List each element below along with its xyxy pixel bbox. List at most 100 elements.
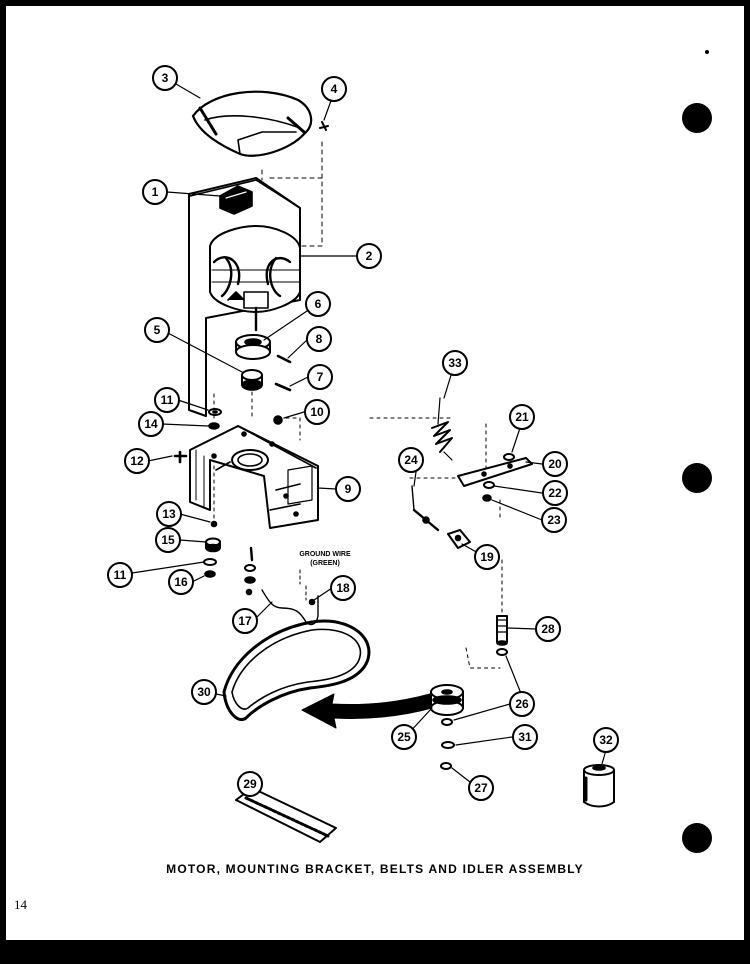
callout-30: 30 [191, 679, 217, 705]
washer-part-26 [496, 648, 508, 656]
callout-label: 26 [515, 697, 529, 711]
callout-17: 17 [232, 608, 258, 634]
callout-label: 11 [161, 393, 174, 407]
callout-label: 13 [162, 507, 176, 521]
callout-27: 27 [468, 775, 494, 801]
alignment-line [369, 417, 503, 669]
callout-label: 29 [243, 777, 257, 791]
callout-label: 4 [331, 82, 338, 96]
callout-11-upper: 11 [154, 387, 180, 413]
callout-label: 20 [548, 457, 562, 471]
key-part-7 [274, 382, 292, 392]
terminal-block-part [219, 185, 253, 215]
callout-label: 19 [480, 550, 494, 564]
key-part-8 [276, 354, 292, 364]
callout-label: 24 [404, 453, 418, 467]
nut-part-23 [482, 494, 492, 502]
callout-label: 33 [448, 356, 462, 370]
callout-label: 2 [366, 249, 373, 263]
washer-part-13 [210, 520, 218, 528]
retainer-part-27 [440, 762, 452, 770]
callout-6: 6 [305, 291, 331, 317]
callout-label: 5 [154, 323, 161, 337]
callout-label: 8 [316, 332, 323, 346]
callout-11-lower: 11 [107, 562, 133, 588]
diagram-caption: MOTOR, MOUNTING BRACKET, BELTS AND IDLER… [166, 862, 584, 876]
callout-25: 25 [391, 724, 417, 750]
speck [705, 50, 709, 54]
callout-1: 1 [142, 179, 168, 205]
callout-label: 21 [515, 410, 529, 424]
callout-31: 31 [512, 724, 538, 750]
callout-12: 12 [124, 448, 150, 474]
washer-part-25b [441, 718, 453, 726]
paper [6, 6, 744, 940]
ground-wire-note-line-1: GROUND WIRE [299, 551, 351, 558]
grommet-part-15 [205, 537, 221, 553]
callout-label: 25 [397, 730, 411, 744]
callout-label: 23 [547, 513, 561, 527]
motor-part [209, 225, 301, 332]
screw-part-4 [319, 121, 329, 131]
callout-label: 16 [174, 575, 188, 589]
callout-label: 3 [162, 71, 169, 85]
callout-label: 15 [161, 533, 175, 547]
callout-label: 11 [114, 568, 127, 582]
callout-21: 21 [509, 404, 535, 430]
binder-hole-bottom [682, 823, 712, 853]
callout-label: 1 [152, 185, 159, 199]
callout-32: 32 [593, 727, 619, 753]
callout-label: 32 [599, 733, 613, 747]
callout-label: 28 [541, 622, 555, 636]
rod-part-24 [411, 485, 440, 532]
idler-arm-part-20 [457, 457, 533, 487]
callout-22: 22 [542, 480, 568, 506]
mounting-bracket-part [189, 425, 319, 529]
callout-26: 26 [509, 691, 535, 717]
callout-label: 22 [548, 486, 562, 500]
capacitor-part-32 [583, 764, 615, 808]
callout-33: 33 [442, 350, 468, 376]
callout-18: 18 [330, 575, 356, 601]
callout-14: 14 [138, 411, 164, 437]
nut-part-16 [204, 570, 216, 578]
drive-belt-part-30 [222, 619, 371, 721]
callout-2: 2 [356, 243, 382, 269]
idler-pulley-part-25 [430, 684, 464, 716]
callout-label: 9 [345, 482, 352, 496]
callout-16: 16 [168, 569, 194, 595]
callout-label: 7 [317, 370, 324, 384]
callout-label: 14 [144, 417, 158, 431]
callout-label: 17 [238, 614, 252, 628]
alignment-line [213, 391, 301, 521]
callouts: 3 4 1 2 6 5 8 7 11 10 14 12 9 13 15 11 1… [107, 65, 619, 801]
washer-part-11-lower [203, 558, 217, 566]
callout-24: 24 [398, 447, 424, 473]
binder-hole-top [682, 103, 712, 133]
screw-part-12 [173, 450, 188, 464]
washer-part-22 [483, 481, 495, 489]
ground-wire-note-line-2: (GREEN) [310, 560, 340, 567]
callout-7: 7 [307, 364, 333, 390]
callout-label: 10 [310, 405, 324, 419]
washer-part-11-upper [208, 408, 222, 416]
callout-label: 12 [130, 454, 144, 468]
callout-29: 29 [237, 771, 263, 797]
callout-4: 4 [321, 76, 347, 102]
page-number: 14 [14, 897, 27, 912]
binder-hole-middle [682, 463, 712, 493]
scan-artifacts [6, 944, 744, 953]
callout-5: 5 [144, 317, 170, 343]
callout-label: 30 [197, 685, 211, 699]
callout-28: 28 [535, 616, 561, 642]
callout-label: 27 [474, 781, 488, 795]
spring-part-33 [431, 397, 453, 461]
idler-shaft-part-28 [496, 615, 508, 646]
motor-pulley-part [235, 334, 271, 360]
washer-part-31 [441, 741, 455, 749]
clip-part-19 [447, 529, 471, 549]
callout-9: 9 [335, 476, 361, 502]
callout-20: 20 [542, 451, 568, 477]
callout-label: 18 [336, 581, 350, 595]
